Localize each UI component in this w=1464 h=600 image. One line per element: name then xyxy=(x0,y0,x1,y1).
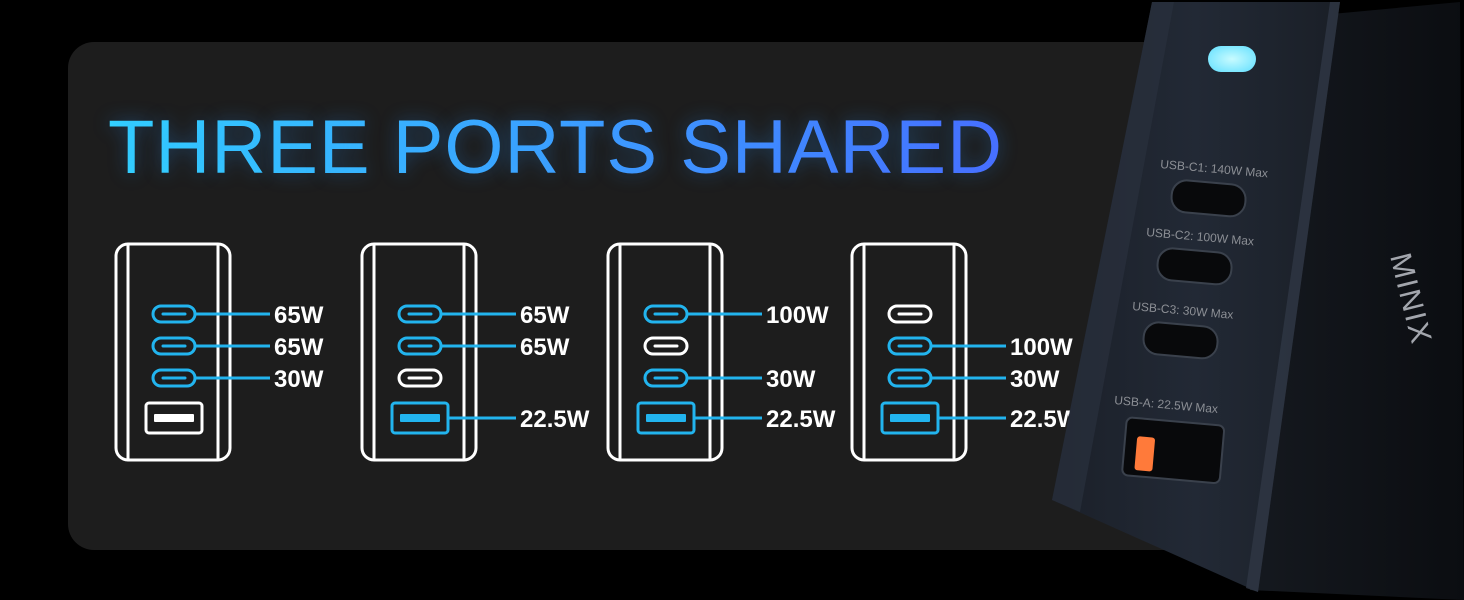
usb-a-port-tongue xyxy=(646,414,686,422)
usb-a-port-icon xyxy=(390,401,450,435)
wattage-label: 22.5W xyxy=(766,406,836,433)
usb-a-tongue xyxy=(1134,436,1155,472)
led-indicator-icon xyxy=(1208,46,1256,72)
usb-c-port-icon xyxy=(643,336,689,356)
config-diagram-3: 100W 30W 22.5W xyxy=(606,242,836,462)
usb-a-port-icon xyxy=(144,401,204,435)
usb-c-port-icon xyxy=(397,336,443,356)
charger-outline-icon xyxy=(114,242,232,462)
config-diagram-1: 65W 65W 30W xyxy=(114,242,324,462)
charger-body xyxy=(1052,2,1464,600)
usb-c-port-icon xyxy=(1170,179,1247,218)
wattage-label: 65W xyxy=(274,334,324,361)
content-panel xyxy=(68,42,1208,550)
wattage-label: 30W xyxy=(766,366,816,393)
usb-c-port-icon xyxy=(151,368,197,388)
wattage-label: 30W xyxy=(1010,366,1060,393)
usb-a-port-icon xyxy=(880,401,940,435)
charger-outline-icon xyxy=(850,242,968,462)
usb-c-port-icon xyxy=(887,336,933,356)
headline: THREE PORTS SHARED xyxy=(108,105,1003,190)
config-diagram-2: 65W 65W 22.5W xyxy=(360,242,590,462)
usb-a-port-tongue xyxy=(154,414,194,422)
usb-c-port-icon xyxy=(643,304,689,324)
usb-c-port-icon xyxy=(151,304,197,324)
usb-c-port-icon xyxy=(397,304,443,324)
wattage-label: 65W xyxy=(520,334,570,361)
usb-c-port-icon xyxy=(887,304,933,324)
usb-c-port-icon xyxy=(887,368,933,388)
wattage-label: 65W xyxy=(520,302,570,329)
wattage-label: 100W xyxy=(766,302,829,329)
usb-a-port-tongue xyxy=(890,414,930,422)
usb-a-port-icon xyxy=(636,401,696,435)
charger-outline-icon xyxy=(360,242,478,462)
wattage-label: 100W xyxy=(1010,334,1073,361)
usb-a-port-tongue xyxy=(400,414,440,422)
usb-c-port-icon xyxy=(643,368,689,388)
usb-c-port-icon xyxy=(1142,321,1219,360)
wattage-label: 22.5W xyxy=(520,406,590,433)
usb-c-port-icon xyxy=(151,336,197,356)
charger-port-a: USB-A: 22.5W Max xyxy=(1114,393,1226,484)
wattage-label: 30W xyxy=(274,366,324,393)
charger-product-image: USB-C1: 140W Max USB-C2: 100W Max USB-C3… xyxy=(1052,2,1464,600)
usb-c-port-icon xyxy=(397,368,443,388)
wattage-label: 65W xyxy=(274,302,324,329)
usb-c-port-icon xyxy=(1156,247,1233,286)
charger-outline-icon xyxy=(606,242,724,462)
